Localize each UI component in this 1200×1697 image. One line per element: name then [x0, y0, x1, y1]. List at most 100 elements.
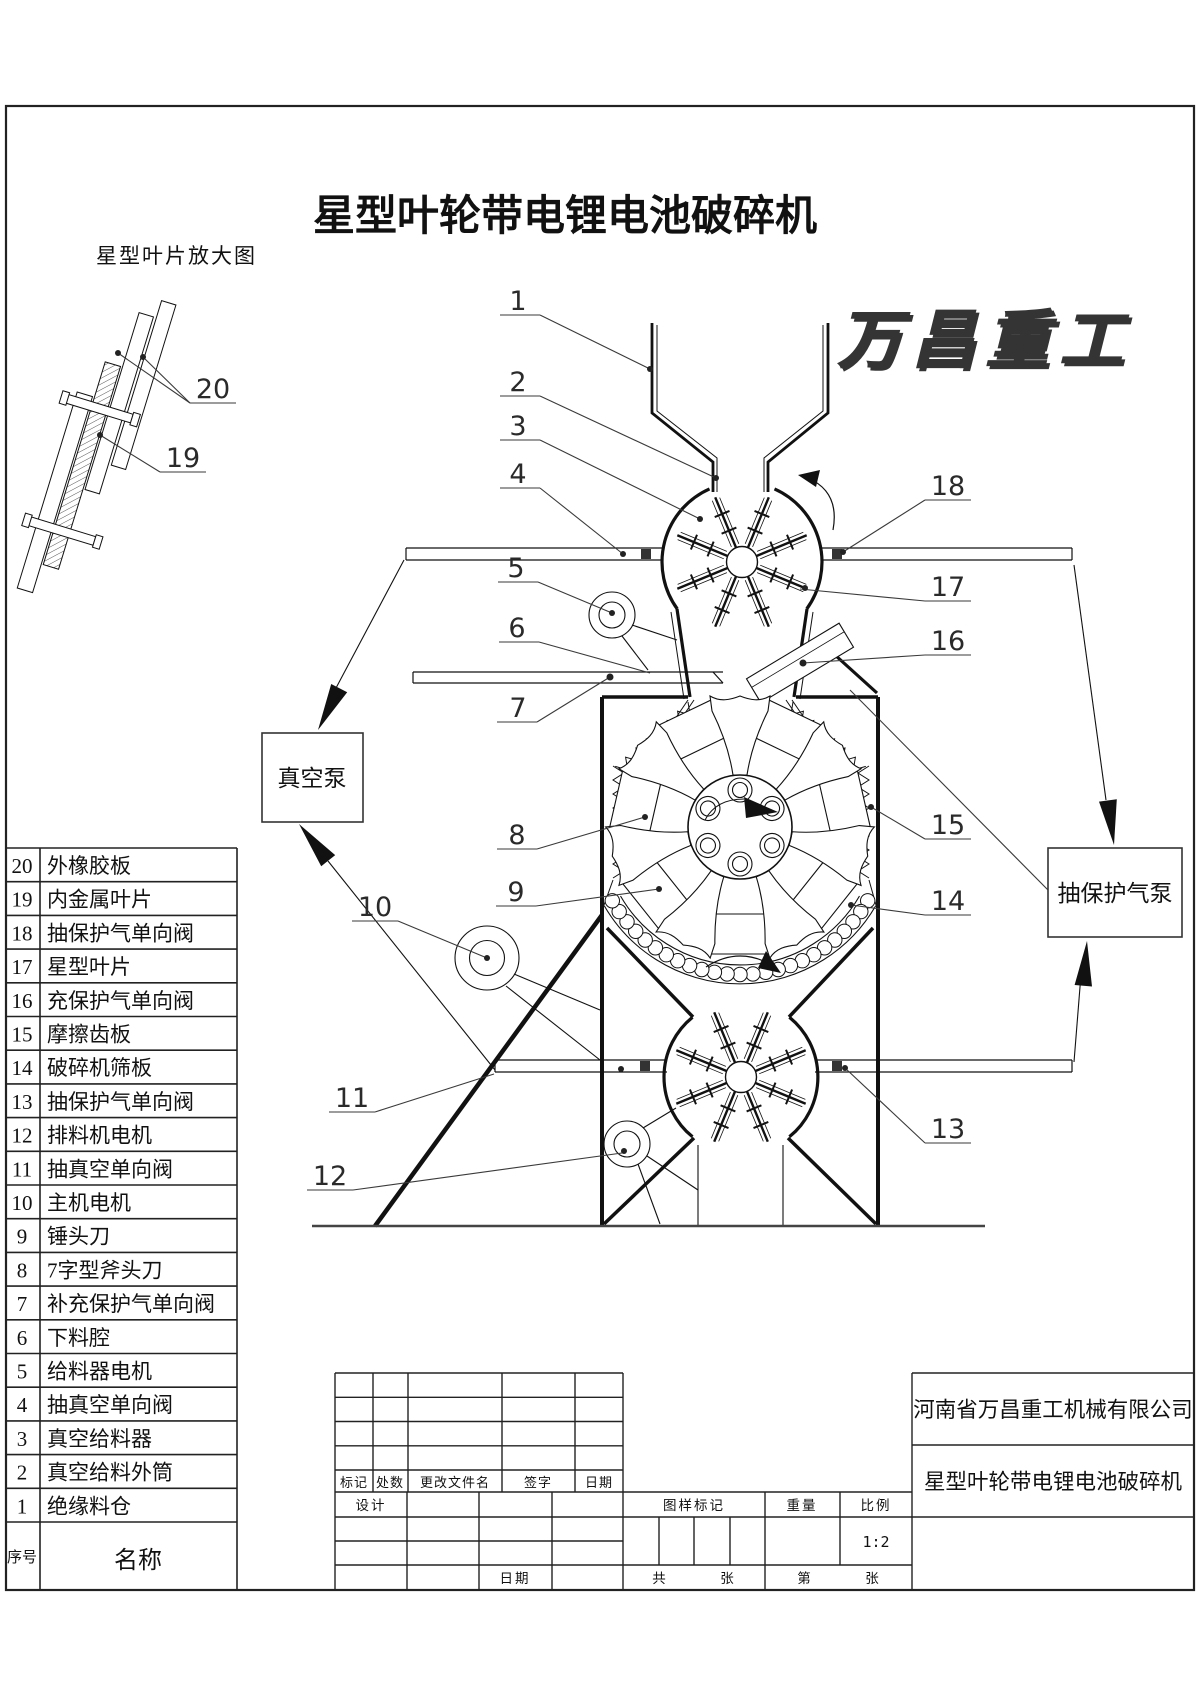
- check-valve-lower-right: [832, 1061, 842, 1071]
- lower-gas-pipes: [494, 1059, 1073, 1073]
- tb-sheet2: 张: [865, 1571, 881, 1586]
- part-name: 星型叶片: [47, 955, 131, 979]
- callout-19: 19: [166, 443, 200, 474]
- vacuum-pump-box: [261, 732, 364, 823]
- callout-8: 8: [508, 820, 525, 851]
- callout-16: 16: [931, 626, 965, 657]
- makeup-gas-pipe: [412, 671, 724, 684]
- part-no: 17: [12, 955, 33, 979]
- part-name: 下料腔: [47, 1326, 110, 1350]
- tb-number: 第: [797, 1570, 813, 1586]
- tb-design: 设计: [356, 1498, 387, 1513]
- tb-company: 河南省万昌重工机械有限公司: [913, 1398, 1193, 1422]
- watermark-shadow: 万昌重工: [840, 308, 1136, 379]
- drawing-title: 星型叶轮带电锂电池破碎机: [313, 193, 817, 240]
- part-no: 1: [17, 1494, 28, 1518]
- callout-6: 6: [508, 613, 525, 644]
- part-name: 7字型斧头刀: [47, 1258, 163, 1282]
- callout-4: 4: [509, 459, 526, 490]
- watermark-text: 万昌重工: [837, 305, 1133, 376]
- callout-dots: [97, 350, 874, 1154]
- callout-7: 7: [509, 693, 526, 724]
- main-motor: [454, 925, 601, 1061]
- part-no: 3: [17, 1427, 28, 1451]
- screen-plate: [603, 893, 877, 985]
- tb-sheet1: 张: [720, 1571, 736, 1586]
- part-no: 2: [17, 1461, 28, 1485]
- part-name: 破碎机筛板: [47, 1056, 152, 1080]
- part-name: 抽保护气单向阀: [47, 921, 194, 945]
- hopper: [650, 323, 830, 492]
- part-name: 主机电机: [47, 1191, 131, 1215]
- tb-date2: 日期: [500, 1571, 531, 1586]
- part-name: 内金属叶片: [47, 888, 152, 912]
- part-no: 9: [17, 1225, 28, 1249]
- callout-18: 18: [931, 471, 965, 502]
- part-name: 补充保护气单向阀: [47, 1292, 215, 1316]
- callout-9: 9: [507, 877, 524, 908]
- discharge-motor: [603, 1107, 699, 1225]
- gas-pump-box: [1047, 847, 1183, 938]
- tb-sign: 签字: [524, 1475, 552, 1490]
- tb-scale: 比例: [861, 1498, 892, 1513]
- part-name: 摩擦齿板: [47, 1023, 131, 1047]
- part-no: 12: [12, 1124, 33, 1148]
- callout-3: 3: [509, 411, 526, 442]
- callout-5: 5: [507, 553, 524, 584]
- callout-12: 12: [313, 1161, 347, 1192]
- lower-star-valve: [662, 951, 820, 1146]
- main-rotor: [605, 695, 875, 959]
- callout-17: 17: [931, 572, 965, 603]
- part-name: 外橡胶板: [47, 854, 131, 878]
- check-valve-upper-right: [832, 549, 842, 559]
- part-no: 18: [12, 921, 33, 945]
- callout-13: 13: [931, 1114, 965, 1145]
- part-no: 11: [12, 1157, 32, 1181]
- check-valve-upper-left: [641, 549, 651, 559]
- callout-leaders: [99, 314, 971, 1191]
- watermark: 万昌重工 万昌重工: [837, 305, 1136, 379]
- tb-count: 处数: [376, 1475, 404, 1490]
- part-name: 排料机电机: [47, 1124, 152, 1148]
- part-name: 抽真空单向阀: [47, 1393, 173, 1417]
- part-no: 19: [12, 888, 33, 912]
- part-no: 7: [17, 1292, 28, 1316]
- part-no: 15: [12, 1023, 33, 1047]
- title-block: [334, 1372, 1194, 1590]
- lower-funnel: [605, 926, 875, 1019]
- feeder-motor: [588, 591, 678, 671]
- callout-10: 10: [358, 892, 392, 923]
- upper-gas-pipes: [405, 547, 1073, 561]
- parts-header-name: 名称: [114, 1547, 162, 1574]
- upper-star-valve: [660, 470, 835, 631]
- part-name: 真空给料外筒: [47, 1461, 173, 1485]
- tb-weight: 重量: [787, 1498, 818, 1513]
- callout-2: 2: [509, 367, 526, 398]
- support-leg: [373, 913, 604, 1228]
- part-no: 16: [12, 989, 33, 1013]
- callout-20: 20: [196, 374, 230, 405]
- callout-14: 14: [931, 886, 965, 917]
- part-no: 6: [17, 1326, 28, 1350]
- callout-11: 11: [335, 1083, 369, 1114]
- tb-mark: 标记: [340, 1475, 368, 1490]
- callout-15: 15: [931, 810, 965, 841]
- tb-product: 星型叶轮带电锂电池破碎机: [924, 1470, 1183, 1494]
- vacuum-pump-label: 真空泵: [278, 766, 347, 791]
- part-no: 13: [12, 1090, 33, 1114]
- parts-table: [6, 847, 238, 1590]
- screen-holes: [604, 893, 876, 983]
- part-no: 4: [17, 1393, 28, 1417]
- callout-numbers: 1 2 3 4 5 6 7 8 9 10 11 12 13 14 15 16 1…: [166, 286, 965, 1192]
- tb-total: 共: [652, 1571, 668, 1586]
- discharge-section: [312, 913, 985, 1228]
- part-name: 绝缘料仓: [47, 1494, 131, 1518]
- part-no: 20: [12, 854, 33, 878]
- pump-boxes: 真空泵 抽保护气泵: [261, 732, 1183, 938]
- tb-scale-value: 1:2: [862, 1533, 889, 1551]
- gas-pump-label: 抽保护气泵: [1058, 881, 1173, 906]
- parts-header-no: 序号: [7, 1549, 37, 1566]
- crusher-machine: [299, 323, 1117, 1228]
